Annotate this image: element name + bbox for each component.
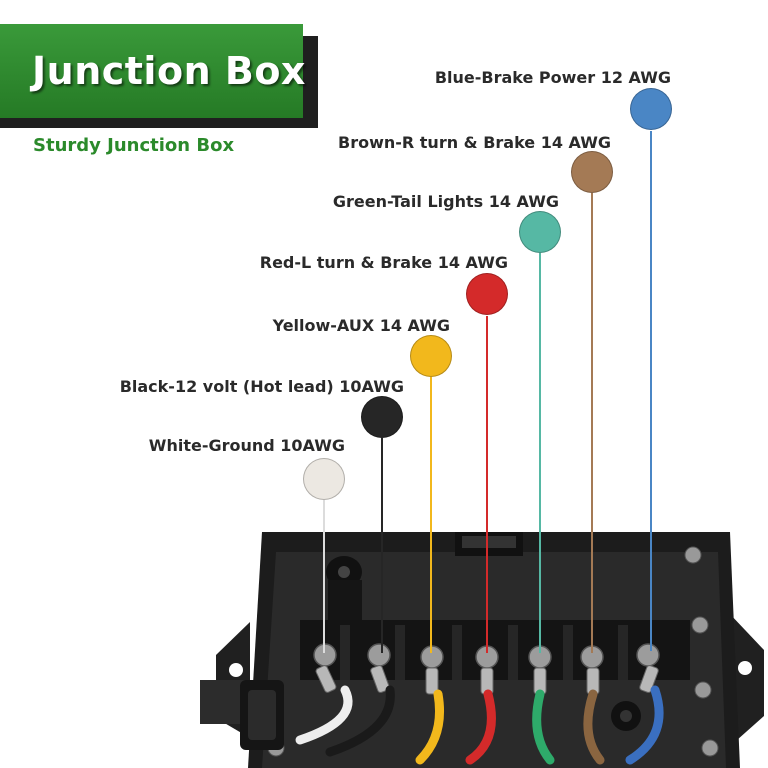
brown-dot-icon: [571, 151, 613, 193]
blue-lead-line: [650, 131, 652, 651]
black-lead-line: [381, 438, 383, 653]
white-dot-icon: [303, 458, 345, 500]
white-lead-line: [323, 500, 325, 653]
yellow-dot-icon: [410, 335, 452, 377]
red-lead-line: [486, 316, 488, 653]
wire-label-red: Red-L turn & Brake 14 AWG: [259, 253, 508, 272]
subtitle: Sturdy Junction Box: [33, 135, 235, 156]
wire-label-brown: Brown-R turn & Brake 14 AWG: [338, 133, 611, 152]
wire-label-white: White-Ground 10AWG: [148, 436, 345, 455]
yellow-lead-line: [430, 377, 432, 653]
title-banner: Junction Box: [0, 24, 306, 118]
brown-lead-line: [591, 193, 593, 653]
red-dot-icon: [466, 273, 508, 315]
black-dot-icon: [361, 396, 403, 438]
blue-dot-icon: [630, 88, 672, 130]
wire-label-yellow: Yellow-AUX 14 AWG: [272, 316, 450, 335]
wire-label-green: Green-Tail Lights 14 AWG: [332, 192, 559, 211]
green-lead-line: [539, 253, 541, 653]
page-title: Junction Box: [32, 49, 306, 93]
wire-label-blue: Blue-Brake Power 12 AWG: [434, 68, 671, 87]
wire-label-black: Black-12 volt (Hot lead) 10AWG: [119, 377, 404, 396]
green-dot-icon: [519, 211, 561, 253]
